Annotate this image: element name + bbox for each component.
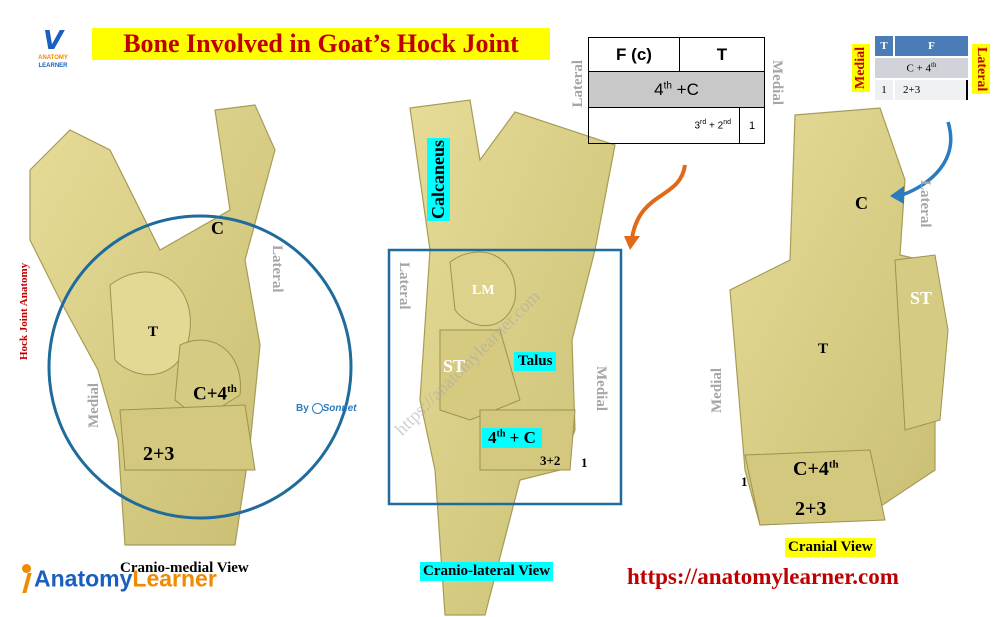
view1-label-c4: C+4th xyxy=(193,383,237,405)
view3-label-c4-text: C+4 xyxy=(793,458,829,480)
signature-by: By xyxy=(296,403,309,415)
view1-label-c4-sup: th xyxy=(227,383,237,395)
small-logo-line2: LEARNER xyxy=(38,63,68,69)
orange-arrow xyxy=(630,164,687,239)
view3-caption: Cranial View xyxy=(785,538,876,557)
table1-cell-32: 3rd + 2nd xyxy=(588,107,740,144)
table1-c: +C xyxy=(671,79,699,99)
table1-3-sup: rd xyxy=(700,119,707,127)
table1-2: + 2 xyxy=(706,120,724,132)
view3-label-23: 2+3 xyxy=(795,498,827,520)
signature-icon xyxy=(311,403,323,414)
table1-lateral: Lateral xyxy=(570,60,586,108)
cranial-bone xyxy=(729,107,949,526)
view1-medial: Medial xyxy=(86,383,102,428)
highlight-box xyxy=(387,248,623,506)
table2-cell-t: T xyxy=(875,36,893,56)
view2-label-lm: LM xyxy=(472,283,495,298)
view3-label-1: 1 xyxy=(741,474,748,489)
highlight-circle xyxy=(47,214,353,520)
logo-part2: Learner xyxy=(132,565,217,592)
cranio-medial-bone xyxy=(29,104,276,546)
view1-label-c: C xyxy=(211,218,224,238)
cranio-lateral-bone xyxy=(409,99,616,616)
view2-medial: Medial xyxy=(593,366,609,411)
view1-caption: Cranio-medial View xyxy=(120,560,249,576)
logo-figure-icon xyxy=(18,564,34,594)
table2-lateral: Lateral xyxy=(972,44,990,95)
table2-cell-1: 1 xyxy=(875,80,893,100)
view2-label-4c: 4th + C xyxy=(482,428,542,448)
view2-label-32: 3+2 xyxy=(540,453,561,468)
table1-3: 3 xyxy=(694,120,700,132)
table2-cell-c4: C + 4th xyxy=(875,58,968,78)
table1-cell-4c: 4th +C xyxy=(588,71,765,108)
table2: T F C + 4th 1 2+3 xyxy=(873,34,970,102)
table2-cell-f: F xyxy=(895,36,968,56)
small-logo-line1: ANATOMY xyxy=(38,55,68,61)
blue-arrow xyxy=(901,121,953,197)
site-url[interactable]: https://anatomylearner.com xyxy=(627,564,899,589)
view3-lateral: Lateral xyxy=(917,180,933,228)
table1: F (c) T 4th +C 3rd + 2nd 1 xyxy=(588,37,765,144)
view2-label-st: ST xyxy=(443,356,466,376)
table2-medial: Medial xyxy=(852,44,870,92)
table1-cell-fc: F (c) xyxy=(588,37,680,72)
view2-calcaneus: Calcaneus xyxy=(427,138,450,222)
view1-label-23: 2+3 xyxy=(143,443,175,465)
small-logo-mark: V xyxy=(42,26,64,56)
side-label: Hock Joint Anatomy xyxy=(18,262,30,360)
signature: By Sonnet xyxy=(296,403,356,414)
view3-label-c4: C+4th xyxy=(793,458,839,481)
view2-label-4: 4 xyxy=(488,428,497,447)
table2-c4: C + 4 xyxy=(906,62,932,75)
table1-medial: Medial xyxy=(769,60,785,105)
view2-label-1: 1 xyxy=(581,455,588,470)
table2-cell-23: 2+3 xyxy=(895,80,968,100)
view2-caption: Cranio-lateral View xyxy=(420,562,554,581)
view3-label-t: T xyxy=(818,341,829,357)
view1-label-c4-text: C+4 xyxy=(193,383,228,405)
signature-name: Sonnet xyxy=(322,403,357,415)
view3-label-c: C xyxy=(855,193,868,213)
view1-lateral: Lateral xyxy=(269,245,285,293)
logo-part1: Anatomy xyxy=(34,565,133,592)
table1-4: 4 xyxy=(654,79,664,99)
view2-label-talus: Talus xyxy=(514,352,557,371)
view2-label-c: + C xyxy=(505,428,536,447)
table1-cell-1: 1 xyxy=(739,107,765,144)
view3-label-st: ST xyxy=(910,288,933,308)
small-logo: V ANATOMY LEARNER xyxy=(33,28,73,74)
view1-label-t: T xyxy=(148,324,159,340)
view2-label-4-sup: th xyxy=(496,428,506,440)
table2-c4-sup: th xyxy=(931,61,937,70)
page-title: Bone Involved in Goat’s Hock Joint xyxy=(92,28,550,60)
view3-medial: Medial xyxy=(709,368,725,413)
anatomy-learner-logo[interactable]: AnatomyLearner xyxy=(18,564,217,594)
table1-cell-t: T xyxy=(679,37,765,72)
view3-label-c4-sup: th xyxy=(828,458,839,471)
table1-2-sup: nd xyxy=(723,119,731,127)
table1-4-sup: th xyxy=(663,79,672,91)
view2-lateral: Lateral xyxy=(396,262,412,310)
